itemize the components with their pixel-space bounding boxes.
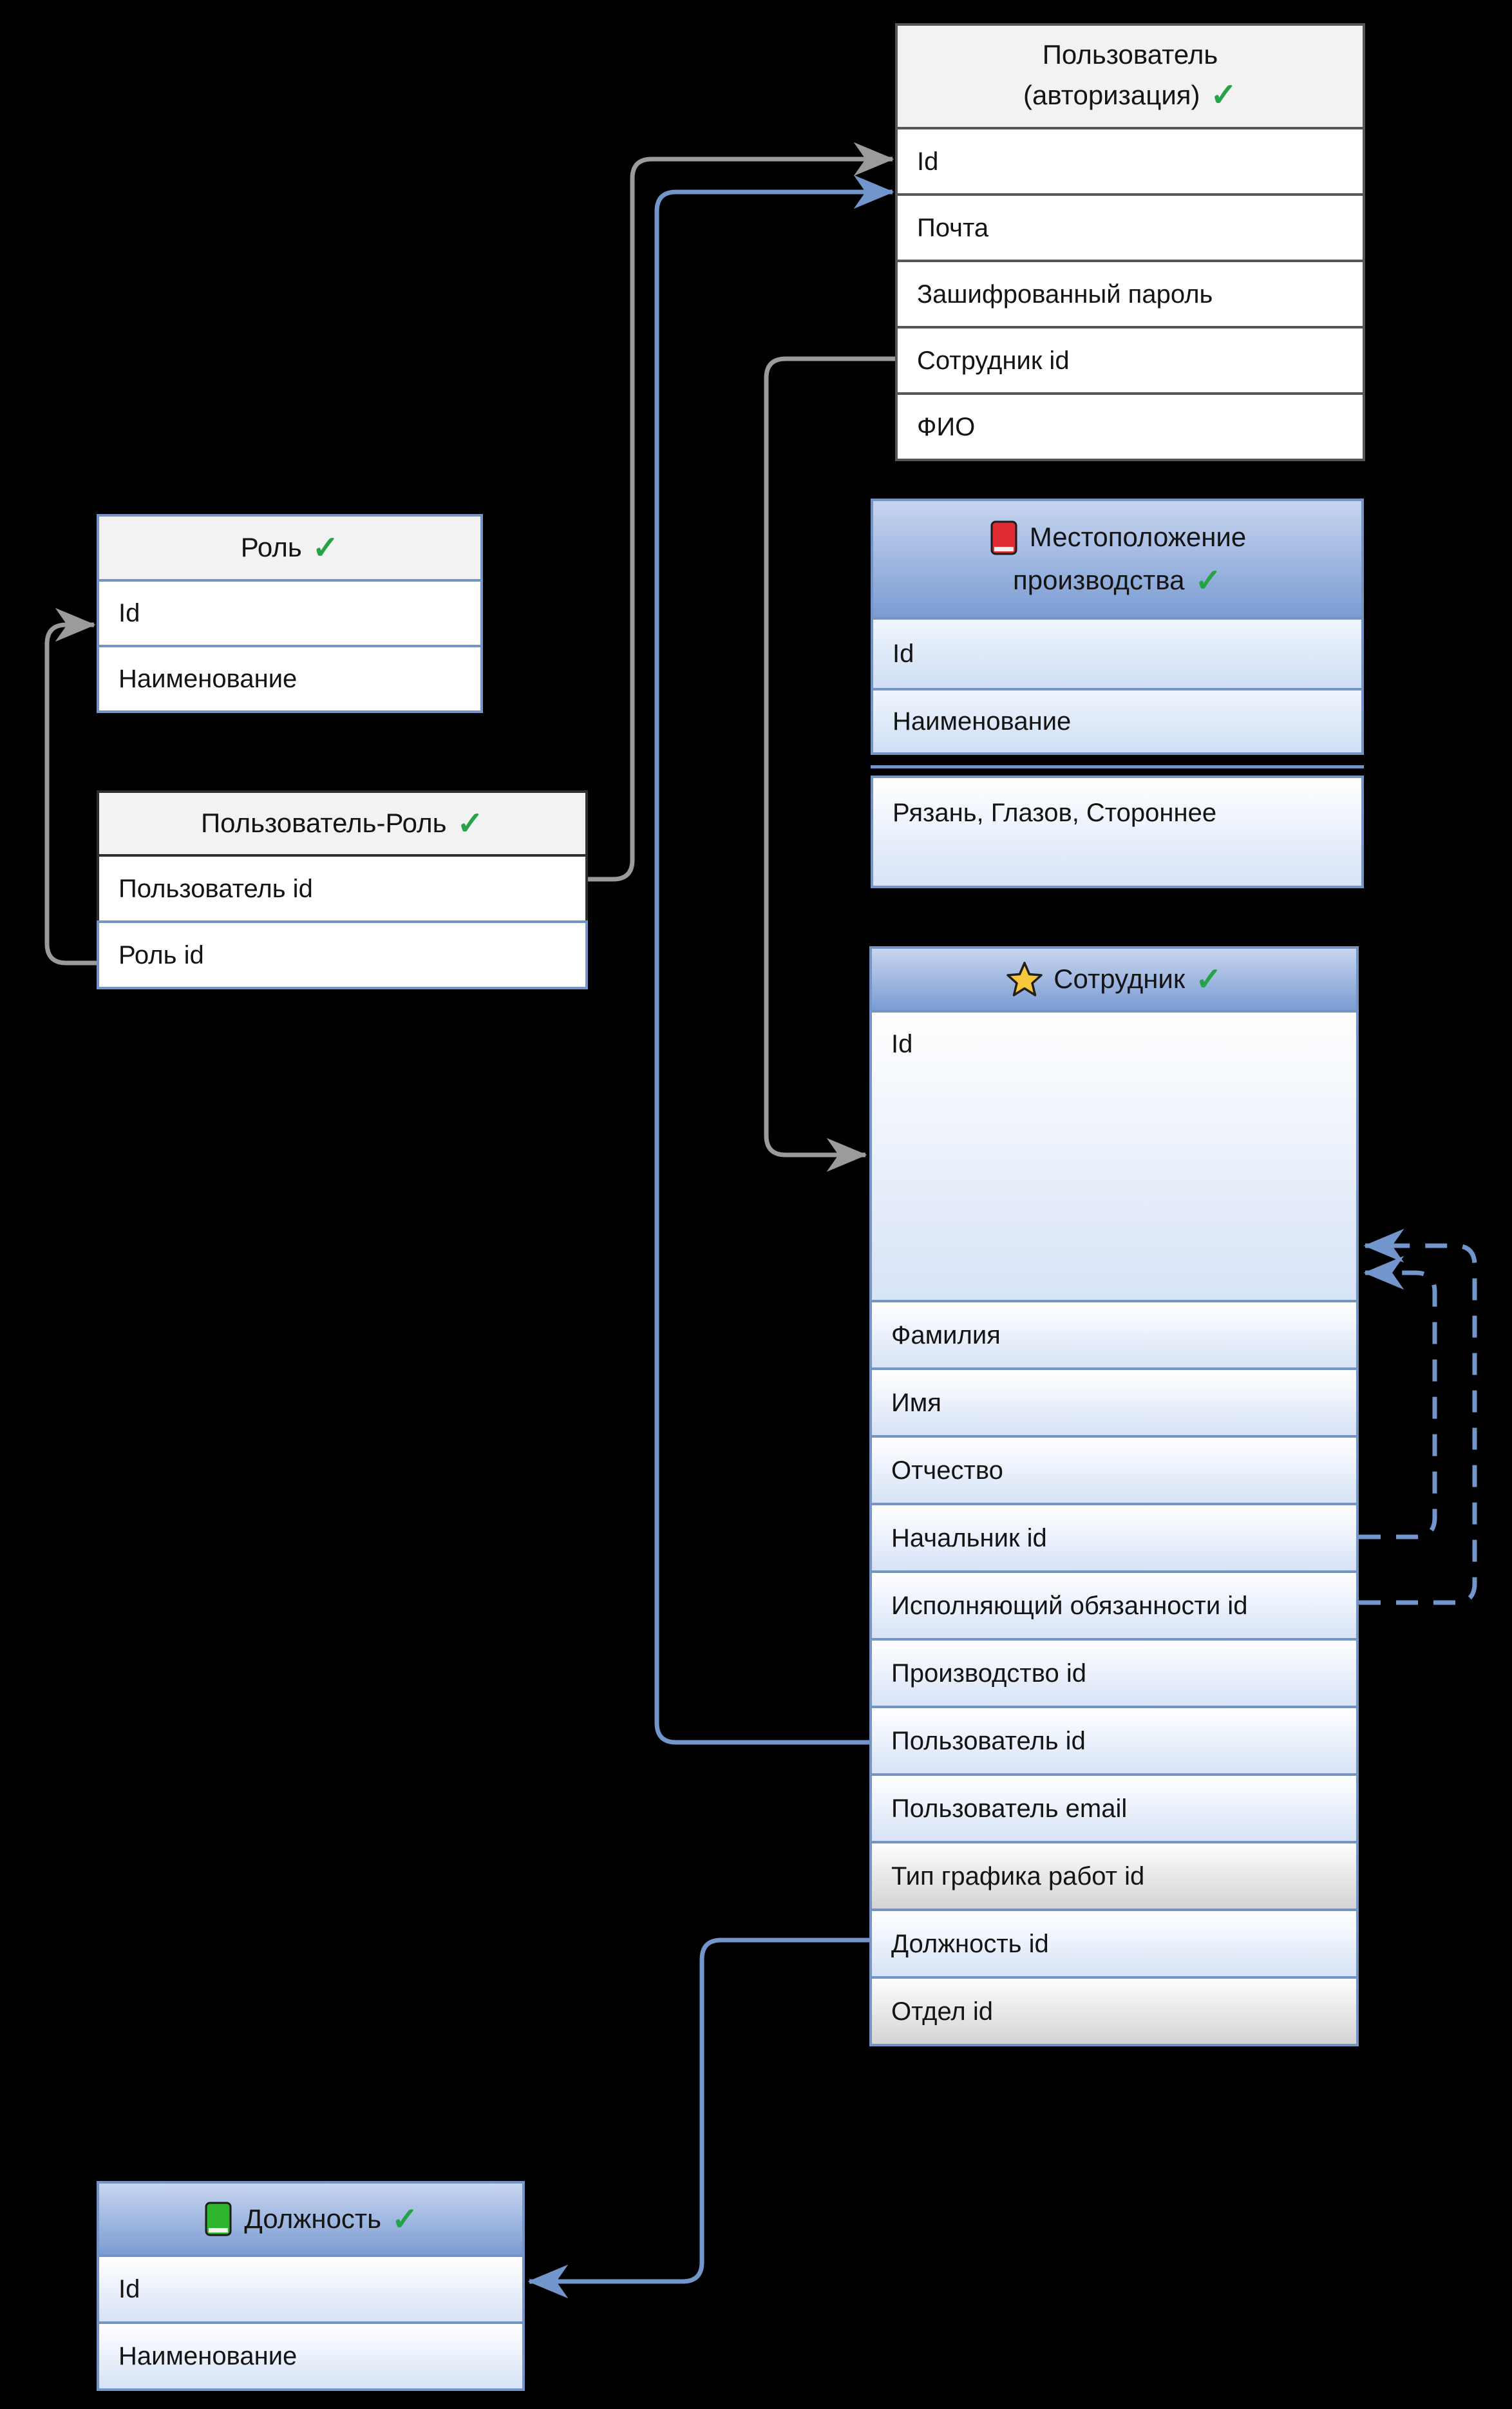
connector-acting-self xyxy=(1359,1228,1477,1605)
location-values-row: Рязань, Глазов, Стороннее xyxy=(871,776,1364,888)
table-employee: Сотрудник ✓ Id Фамилия Имя Отчество Нача… xyxy=(869,946,1359,2046)
table-title: Пользователь-Роль xyxy=(200,808,447,839)
table-title: Пользователь xyxy=(1042,39,1218,70)
field-row: Отдел id xyxy=(869,1976,1359,2046)
connector-employee-to-position xyxy=(527,1938,869,2299)
field-row: Id xyxy=(895,127,1365,196)
table-location: Местоположение производства ✓ Id Наименов… xyxy=(871,499,1364,888)
field-row: Зашифрованный пароль xyxy=(895,260,1365,328)
check-icon: ✓ xyxy=(392,2200,419,2237)
table-role: Роль ✓ Id Наименование xyxy=(97,514,483,713)
field-row: Отчество xyxy=(869,1435,1359,1505)
field-row: Исполняющий обязанности id xyxy=(869,1570,1359,1641)
table-title: Местоположение xyxy=(1029,522,1247,553)
field-row: Тип графика работ id xyxy=(869,1841,1359,1911)
field-row: Фамилия xyxy=(869,1300,1359,1370)
check-icon: ✓ xyxy=(1210,77,1238,113)
field-row: Наименование xyxy=(97,2321,525,2391)
field-row: Должность id xyxy=(869,1909,1359,1979)
table-location-header: Местоположение производства ✓ xyxy=(871,499,1364,620)
check-icon: ✓ xyxy=(1195,961,1222,997)
field-row: Наименование xyxy=(871,688,1364,755)
field-row: Начальник id xyxy=(869,1503,1359,1573)
table-location-separator xyxy=(871,755,1364,778)
check-icon: ✓ xyxy=(1195,562,1222,598)
field-row: Имя xyxy=(869,1367,1359,1438)
field-row: Пользователь email xyxy=(869,1773,1359,1843)
table-title: Роль xyxy=(240,532,302,563)
table-user-role-header: Пользователь-Роль ✓ xyxy=(97,790,588,857)
field-row: Id xyxy=(871,617,1364,690)
table-employee-header: Сотрудник ✓ xyxy=(869,946,1359,1013)
field-row: Почта xyxy=(895,193,1365,262)
field-row: Роль id xyxy=(97,920,588,989)
connector-userrole-to-user xyxy=(588,142,894,882)
table-position: Должность ✓ Id Наименование xyxy=(97,2181,525,2391)
table-title: Должность xyxy=(244,2203,382,2234)
connector-userrole-to-role xyxy=(44,607,97,966)
field-row: Сотрудник id xyxy=(895,326,1365,395)
field-row: Пользователь id xyxy=(869,1706,1359,1776)
table-role-header: Роль ✓ xyxy=(97,514,483,582)
field-row: Id xyxy=(97,2254,525,2324)
connector-manager-self xyxy=(1359,1255,1437,1539)
connector-employee-to-user xyxy=(654,175,894,1745)
table-subtitle: производства xyxy=(1013,564,1185,595)
table-subtitle: (авторизация) xyxy=(1023,79,1200,110)
field-row: Пользователь id xyxy=(97,854,588,923)
table-user-role: Пользователь-Роль ✓ Пользователь id Роль … xyxy=(97,790,588,989)
table-user-auth: Пользователь (авторизация) ✓ Id Почта Заш… xyxy=(895,23,1365,461)
field-row: Id xyxy=(869,1010,1359,1302)
field-row: ФИО xyxy=(895,392,1365,461)
field-row: Id xyxy=(97,579,483,647)
table-user-auth-header: Пользователь (авторизация) ✓ xyxy=(895,23,1365,129)
field-row: Производство id xyxy=(869,1638,1359,1708)
table-position-header: Должность ✓ xyxy=(97,2181,525,2257)
check-icon: ✓ xyxy=(457,805,484,841)
field-row: Наименование xyxy=(97,645,483,713)
green-book-icon xyxy=(205,2202,232,2236)
star-icon xyxy=(1006,962,1043,997)
table-title: Сотрудник xyxy=(1054,964,1186,995)
check-icon: ✓ xyxy=(312,529,339,566)
red-book-icon xyxy=(990,520,1017,555)
